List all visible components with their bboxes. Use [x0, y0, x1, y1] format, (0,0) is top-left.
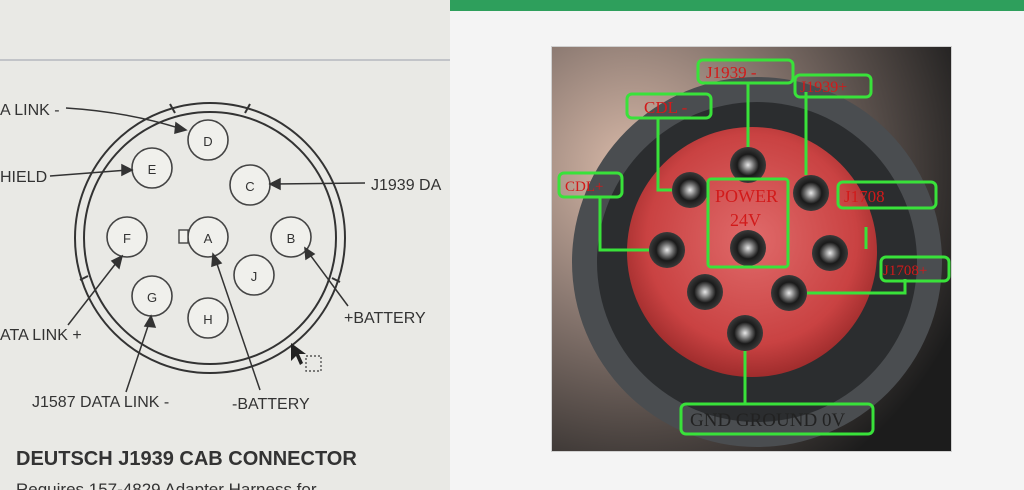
socket-ground: [727, 315, 763, 351]
pin-h-label: H: [203, 312, 212, 327]
label-shield: HIELD: [0, 169, 47, 186]
pin-e-label: E: [148, 162, 157, 177]
socket-j1708-plus: [771, 275, 807, 311]
connector-photo-panel: J1939 - J1939+ CDL - CDL+ POWER 24V J170…: [450, 0, 1024, 490]
label-j1587: J1587 DATA LINK -: [32, 394, 169, 411]
label-data-link-minus: A LINK -: [0, 102, 60, 119]
annotation-texts: J1939 - J1939+ CDL - CDL+ POWER 24V J170…: [565, 63, 927, 279]
key-notch: [331, 277, 341, 283]
pin-j-label: J: [251, 269, 258, 284]
pin-c: C: [229, 164, 271, 206]
arrow-j1939: [273, 182, 366, 185]
arrowhead: [143, 314, 157, 328]
pin-f: F: [106, 216, 148, 258]
arrowhead: [211, 252, 223, 268]
pin-a-label: A: [204, 231, 213, 246]
pin-c-label: C: [245, 179, 254, 194]
label-j1708-plus: J1708+: [883, 263, 927, 279]
box-j1939-minus: [696, 58, 795, 85]
arrowhead: [174, 121, 188, 135]
arrow-j1587: [125, 319, 151, 393]
box-power: [706, 177, 790, 269]
pin-f-label: F: [123, 231, 131, 246]
arrow-battery-minus: [214, 257, 261, 391]
annotation-boxes: [557, 58, 951, 436]
socket-unlabeled: [687, 274, 723, 310]
label-cdl-minus: CDL -: [644, 98, 688, 117]
pin-a-key: [178, 229, 189, 244]
label-j1939-plus: J1939+: [800, 79, 847, 96]
socket-j1939-plus: [793, 175, 829, 211]
label-data-link-plus: ATA LINK +: [0, 327, 82, 344]
socket-cdl-minus: [672, 172, 708, 208]
box-j1708-plus: [879, 255, 951, 283]
pinout-diagram-photo: D E C F A B J G: [0, 0, 450, 490]
accent-bar: [450, 0, 1024, 11]
arrowhead: [268, 177, 281, 191]
label-j1708: J1708: [844, 187, 885, 206]
pinout-diagram: D E C F A B J G: [0, 59, 450, 490]
label-gnd: GND GROUND 0V: [690, 410, 845, 431]
diagram-subtitle: Requires 157-4829 Adapter Harness for: [16, 480, 317, 490]
box-gnd: [679, 402, 875, 436]
arrowhead: [110, 254, 124, 270]
label-battery-minus: -BATTERY: [232, 396, 310, 413]
key-notch: [169, 103, 176, 114]
key-notch: [79, 275, 89, 281]
box-j1708: [836, 180, 938, 210]
socket-j1708: [812, 235, 848, 271]
pin-d: D: [187, 119, 229, 161]
connector-outer-ring: [74, 102, 346, 374]
label-battery-plus: +BATTERY: [344, 310, 426, 327]
pin-e: E: [131, 147, 173, 189]
pin-b-label: B: [287, 231, 296, 246]
pin-a: A: [178, 216, 229, 258]
arrowhead: [121, 163, 134, 177]
diagram-title: DEUTSCH J1939 CAB CONNECTOR: [16, 448, 357, 470]
pin-h: H: [187, 297, 229, 339]
arrow-data-link-minus: [65, 107, 186, 131]
box-cdl-plus: [557, 171, 624, 199]
socket-power: [730, 230, 766, 266]
pin-g-label: G: [147, 290, 157, 305]
socket-cdl-plus: [649, 232, 685, 268]
label-j1939: J1939 DA: [371, 177, 442, 194]
key-notch: [244, 103, 251, 114]
pin-b: B: [270, 216, 312, 258]
arrow-battery-plus: [307, 251, 349, 307]
pin-g: G: [131, 275, 173, 317]
annotation-lines: [598, 83, 907, 404]
pin-j: J: [233, 254, 275, 296]
label-j1939-minus: J1939 -: [706, 63, 757, 82]
socket-j1939-minus: [730, 147, 766, 183]
pin-sockets: [649, 147, 848, 351]
box-j1939-plus: [793, 73, 873, 99]
label-cdl-plus: CDL+: [565, 179, 603, 195]
arrowhead: [304, 246, 316, 261]
box-cdl-minus: [625, 92, 713, 120]
mouse-cursor-icon: [291, 343, 322, 372]
arrow-data-link-plus: [67, 257, 121, 326]
pin-d-label: D: [203, 134, 212, 149]
label-power-line2: 24V: [730, 210, 761, 230]
label-power-line1: POWER: [715, 186, 778, 206]
annotated-connector: J1939 - J1939+ CDL - CDL+ POWER 24V J170…: [552, 47, 951, 451]
connector-inner-ring: [83, 111, 337, 365]
connector-photo: J1939 - J1939+ CDL - CDL+ POWER 24V J170…: [551, 46, 952, 452]
arrow-shield: [49, 169, 129, 177]
leader-lines: [49, 107, 366, 393]
